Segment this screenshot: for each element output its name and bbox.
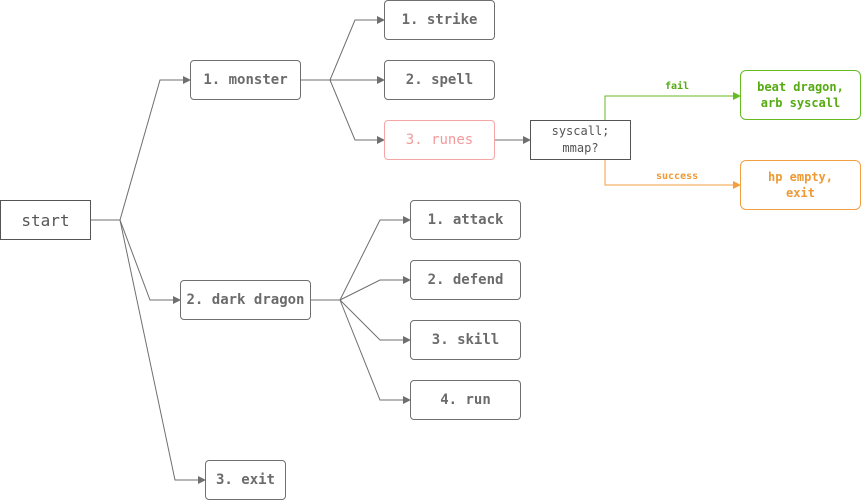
edge-dragon-attack	[311, 216, 411, 301]
run-node: 4. run	[410, 380, 521, 420]
dark-dragon-node: 2. dark dragon	[180, 280, 311, 320]
edge-monster-runes	[329, 79, 385, 144]
edge-syscall-success	[604, 160, 741, 189]
start-node: start	[0, 200, 91, 240]
edge-dragon-run	[339, 299, 411, 404]
beat-dragon-node: beat dragon, arb syscall	[740, 70, 861, 120]
edge-start-exit	[119, 219, 206, 484]
success-edge-label: success	[656, 171, 699, 182]
edge-dragon-defend	[339, 276, 411, 301]
edge-syscall-fail	[604, 92, 741, 120]
hp-empty-node: hp empty, exit	[740, 160, 861, 210]
spell-node: 2. spell	[384, 60, 495, 100]
defend-node: 2. defend	[410, 260, 521, 300]
attack-node: 1. attack	[410, 200, 521, 240]
edge-monster-strike	[301, 16, 385, 81]
strike-node: 1. strike	[384, 0, 495, 40]
runes-node: 3. runes	[384, 120, 495, 160]
exit-node: 3. exit	[205, 460, 286, 500]
skill-node: 3. skill	[410, 320, 521, 360]
monster-node: 1. monster	[190, 60, 301, 100]
edge-dragon-skill	[339, 299, 411, 344]
edge-start-dark-dragon	[119, 219, 181, 304]
edge-start-monster	[91, 76, 191, 221]
fail-edge-label: fail	[665, 81, 690, 92]
syscall-mmap-check-node: syscall; mmap?	[530, 120, 631, 160]
